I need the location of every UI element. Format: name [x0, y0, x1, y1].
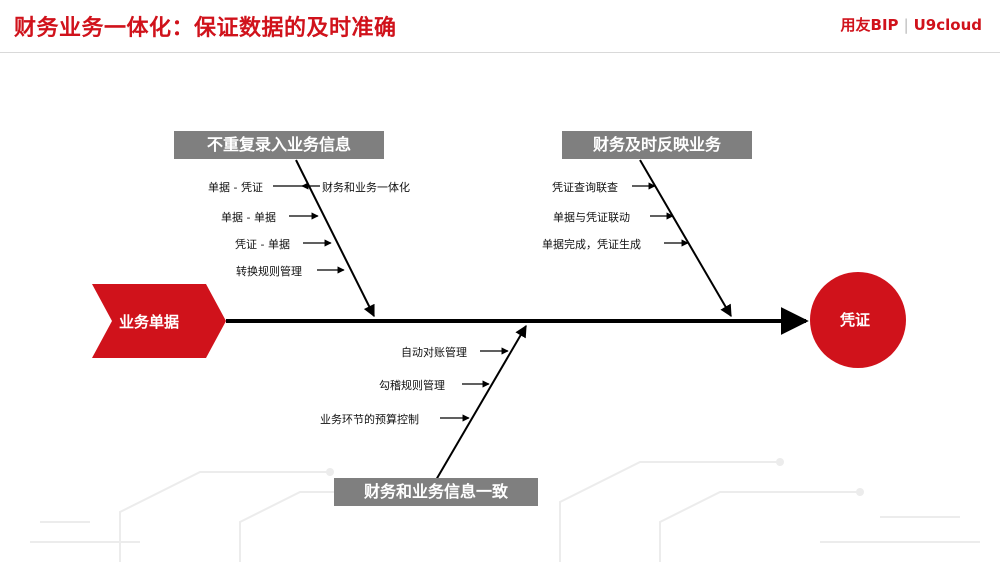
header-divider [0, 52, 1000, 53]
end-label: 凭证 [840, 311, 871, 329]
item-bottom-2: 勾稽规则管理 [379, 379, 445, 392]
brand-logo: 用友BIP|U9cloud [841, 14, 982, 35]
item-top-left-note: 财务和业务一体化 [322, 181, 410, 194]
brand-yonyou: 用友BIP [840, 16, 899, 34]
item-top-left-1: 单据 - 凭证 [208, 181, 263, 194]
category-box-bottom: 财务和业务信息一致 [334, 478, 538, 506]
end-circle-shape [810, 272, 906, 368]
page-title: 财务业务一体化：保证数据的及时准确 [14, 16, 397, 41]
item-bottom-1: 自动对账管理 [401, 346, 467, 359]
item-top-right-1: 凭证查询联查 [552, 181, 618, 194]
brand-u9cloud: U9cloud [913, 16, 982, 34]
brand-separator: | [903, 16, 909, 34]
item-top-right-3: 单据完成，凭证生成 [542, 238, 641, 251]
item-top-left-3: 凭证 - 单据 [235, 238, 290, 251]
category-box-top-right: 财务及时反映业务 [562, 131, 752, 159]
item-top-left-2: 单据 - 单据 [221, 211, 276, 224]
item-bottom-3: 业务环节的预算控制 [320, 413, 419, 426]
start-label: 业务单据 [119, 313, 180, 331]
bone-bottom [435, 324, 527, 481]
bone-top-right [639, 159, 732, 318]
item-top-left-4: 转换规则管理 [236, 265, 302, 278]
category-box-top-left: 不重复录入业务信息 [174, 131, 384, 159]
start-chevron-shape [92, 284, 226, 358]
item-top-right-2: 单据与凭证联动 [553, 211, 630, 224]
